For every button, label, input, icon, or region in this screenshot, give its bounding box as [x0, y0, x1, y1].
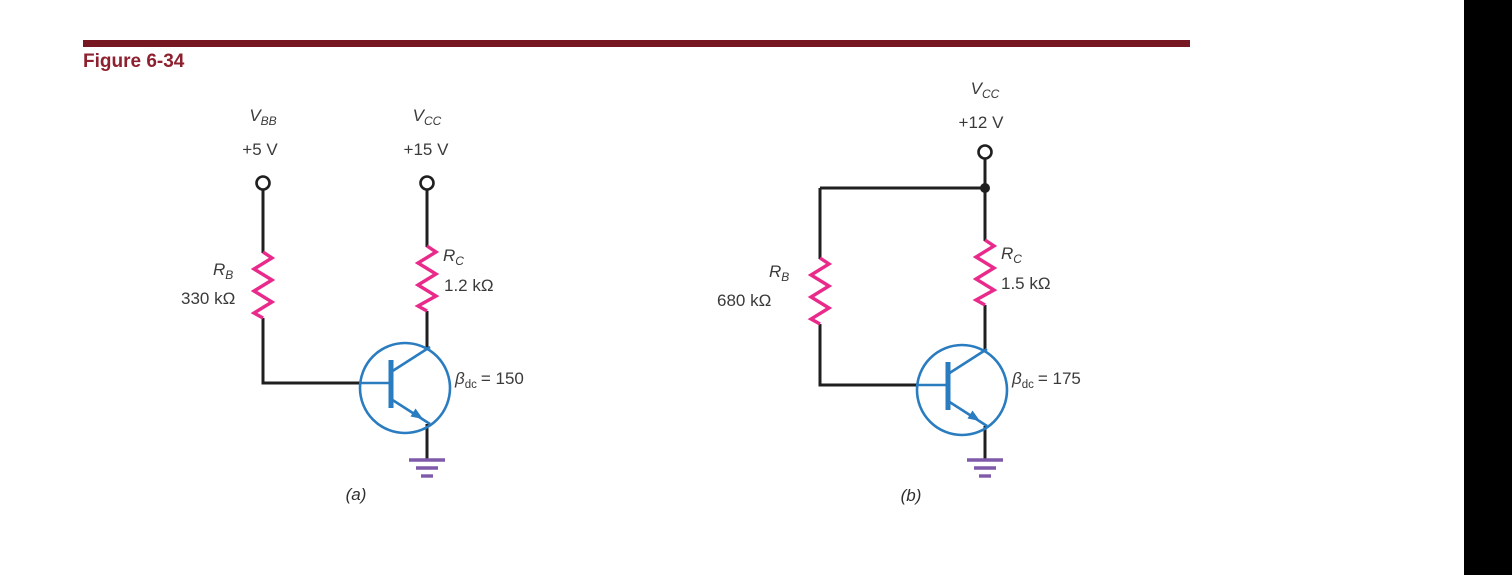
rb-symbol: R: [769, 262, 782, 281]
circuit-b: [807, 144, 1009, 478]
transistor-a: [358, 341, 452, 435]
rb-subscript: B: [781, 270, 790, 284]
beta-symbol: β: [1012, 369, 1022, 388]
caption-a: (a): [345, 485, 367, 504]
rb-label-a: RB: [213, 260, 234, 282]
beta-label-b: βdc= 175: [1012, 369, 1081, 392]
beta-symbol: β: [455, 369, 465, 388]
terminal-vcc-a: [419, 175, 435, 191]
vcc-symbol: V: [970, 79, 982, 98]
rb-value-b: 680 kΩ: [717, 291, 772, 310]
vcc-voltage-b: +12 V: [958, 113, 1004, 132]
vcc-voltage-a: +15 V: [403, 140, 449, 159]
terminal-vcc-b: [977, 144, 993, 160]
beta-value: = 175: [1037, 369, 1081, 388]
rb-label-b: RB: [769, 262, 790, 284]
vcc-subscript: CC: [424, 114, 442, 128]
resistor-rb-b: [807, 256, 833, 326]
beta-value: = 150: [480, 369, 524, 388]
transistor-b: [915, 343, 1009, 437]
emitter-arrow-icon: [410, 408, 423, 419]
vbb-symbol: V: [249, 106, 261, 125]
rc-label-a: RC: [443, 246, 464, 268]
rc-value-b: 1.5 kΩ: [1001, 274, 1051, 293]
beta-label-a: βdc= 150: [455, 369, 524, 392]
vbb-voltage-a: +5 V: [242, 140, 278, 159]
page-edge-black-bar: [1464, 0, 1512, 575]
ground-symbol-b: [967, 458, 1003, 478]
figure-title: Figure 6-34: [83, 51, 185, 72]
section-rule: [83, 40, 1190, 47]
terminal-vbb-a: [255, 175, 271, 191]
rc-symbol: R: [443, 246, 456, 265]
vcc-label-b: VCC: [970, 79, 1000, 101]
rc-symbol: R: [1001, 244, 1014, 263]
rc-subscript: C: [1013, 252, 1022, 266]
rc-subscript: C: [455, 254, 464, 268]
beta-subscript: dc: [1021, 379, 1034, 391]
junction-dot: [980, 183, 990, 193]
resistor-rc-b: [972, 238, 998, 307]
rc-label-b: RC: [1001, 244, 1022, 266]
beta-subscript: dc: [464, 379, 477, 391]
ground-symbol-a: [409, 458, 445, 478]
emitter-arrow-icon: [967, 410, 980, 421]
vcc-label-a: VCC: [412, 106, 442, 128]
vbb-subscript: BB: [260, 114, 277, 128]
circuit-a-wires: [261, 190, 429, 459]
circuit-a: [250, 175, 452, 478]
vcc-symbol: V: [412, 106, 424, 125]
circuit-b-wires: [818, 158, 987, 459]
rc-value-a: 1.2 kΩ: [444, 276, 494, 295]
vcc-subscript: CC: [982, 87, 1000, 101]
rb-symbol: R: [213, 260, 226, 279]
resistor-rb-a: [250, 250, 276, 320]
rb-subscript: B: [225, 268, 234, 282]
caption-b: (b): [900, 486, 922, 505]
vbb-label-a: VBB: [249, 106, 277, 128]
resistor-rc-a: [414, 244, 440, 313]
rb-value-a: 330 kΩ: [181, 289, 236, 308]
